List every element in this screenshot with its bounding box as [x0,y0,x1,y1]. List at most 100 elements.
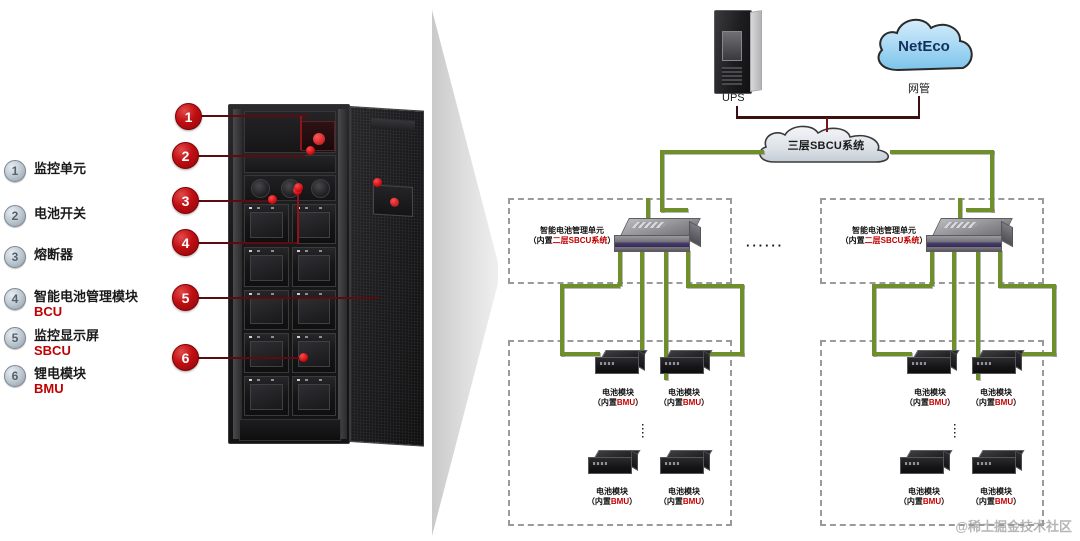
bcu-branch-2-right [998,284,1056,288]
bcu-label-1: 智能电池管理单元 （内置二层SBCU系统） [518,226,626,246]
ups-cabinet-body [714,10,752,94]
callout-4[interactable]: 4 [172,229,199,256]
callout-6[interactable]: 6 [172,344,199,371]
legend-text-3: 熔断器 [34,246,73,262]
callout-1[interactable]: 1 [175,103,202,130]
bmod-side-face [703,349,710,372]
bmu-label-sub-1d: （内置BMU） [642,497,726,507]
trunk-wire-right-h [890,150,994,154]
leader-line-6 [197,357,305,359]
legend-item-1: 1 监控单元 [4,160,86,182]
bmu-label-sub-1c: （内置BMU） [570,497,654,507]
bmu-group-box-1 [508,340,732,526]
trunk-wire-left-in [660,208,688,212]
bmu-group-box-2 [820,340,1044,526]
battery-module-icon-2c [900,449,953,476]
hotspot-dot-5 [373,178,382,187]
bmu-label-red-1d: BMU [682,497,702,506]
bmu-label-cn-2c: 电池模块 [908,487,940,496]
neteco-sub-label: 网管 [908,83,930,95]
bcu-branch-1-left [560,284,620,288]
callout-3[interactable]: 3 [172,187,199,214]
bcu-front-face [614,235,690,252]
cabinet-battery-module [291,333,336,373]
legend-bullet-6: 6 [4,365,26,387]
bmu-paren-open-2c: （内置 [898,497,923,506]
battery-module-icon-2a [907,349,960,376]
ups-open-door [750,10,762,92]
bmu-label-red-2a: BMU [928,398,948,407]
callout-5[interactable]: 5 [172,284,199,311]
bmu-paren-close-2a: ） [947,398,956,407]
fan-icon [250,178,270,198]
cabinet-battery-module [244,333,289,373]
bcu-branch-2-right-v [1052,284,1056,356]
bmu-label-red-2d: BMU [994,497,1014,506]
legend-text-6: 锂电模块 BMU [34,365,86,396]
cabinet-breaker-switch [301,121,335,151]
bcu-led-strip [943,222,980,228]
bmu-paren-close-1a: ） [635,398,644,407]
bmu-label-cn-1d: 电池模块 [668,487,700,496]
neteco-cloud-icon: NetEco [868,12,980,78]
management-bus-wire [736,116,920,119]
legend-label-cn-6: 锂电模块 [34,366,87,381]
ups-label: UPS [722,92,745,104]
bcu-paren-close-2: ） [919,236,928,245]
bmod-side-face [1015,349,1022,372]
bcu-branch-1-right-in [702,352,744,356]
cabinet-door-top-vent [371,118,415,132]
bcu-branch-1-left-in [560,352,600,356]
bcu-down-2d [998,250,1002,286]
bmu-paren-close-2c: ） [941,497,950,506]
bcu-paren-close-1: ） [607,236,616,245]
bcu-down-2c [976,250,980,380]
legend-item-6: 6 锂电模块 BMU [4,365,86,396]
bmu-label-sub-1b: （内置BMU） [642,398,726,408]
bmu-label-red-1c: BMU [610,497,630,506]
battery-module-label-1d: 电池模块 （内置BMU） [642,487,726,507]
bcu-down-2b [952,250,956,358]
cabinet-module-grid [244,204,336,416]
sbcu-system-cloud-icon: 三层SBCU系统 [750,124,902,168]
bmod-side-face [703,449,710,472]
bcu-label-2: 智能电池管理单元 （内置二层SBCU系统） [830,226,938,246]
legend-item-2: 2 电池开关 [4,205,86,227]
bmu-paren-open-2a: （内置 [904,398,929,407]
sbcu-cloud-label: 三层SBCU系统 [787,140,865,152]
bmu-paren-close-2b: ） [1013,398,1022,407]
bcu-down-1b [640,250,644,358]
battery-module-label-2a: 电池模块 （内置BMU） [888,388,972,408]
bmod-front-face [660,357,704,374]
bcu-branch-2-left-in [872,352,912,356]
bmu-label-cn-1a: 电池模块 [602,388,634,397]
battery-module-icon-1c [588,449,641,476]
bcu-server-icon-2 [926,218,1013,256]
neteco-label: NetEco [898,38,950,55]
bcu-down-2a [930,250,934,286]
bmu-paren-open-1a: （内置 [592,398,617,407]
bmod-side-face [638,349,645,372]
cabinet-rail-left [233,109,242,439]
fan-icon [310,178,330,198]
bmu-label-sub-2b: （内置BMU） [954,398,1038,408]
cabinet-battery-module [244,376,289,416]
hotspot-dot-4 [294,183,303,192]
bmu-paren-open-1b: （内置 [658,398,683,407]
bmu-label-sub-2c: （内置BMU） [882,497,966,507]
cabinet-battery-module [244,204,289,244]
bmu-paren-close-1d: ） [701,497,710,506]
bmod-front-face [595,357,639,374]
trunk-wire-left-h [660,150,764,154]
battery-module-label-2b: 电池模块 （内置BMU） [954,388,1038,408]
legend-bullet-1: 1 [4,160,26,182]
bmod-front-face [907,357,951,374]
callout-2[interactable]: 2 [172,142,199,169]
legend-label-cn-1: 监控单元 [34,161,87,176]
ups-cabinet-icon [706,10,766,96]
cabinet-base [239,419,341,441]
bmu-label-sub-2a: （内置BMU） [888,398,972,408]
bcu-paren-open-1: （内置 [528,236,553,245]
battery-module-label-1b: 电池模块 （内置BMU） [642,388,726,408]
